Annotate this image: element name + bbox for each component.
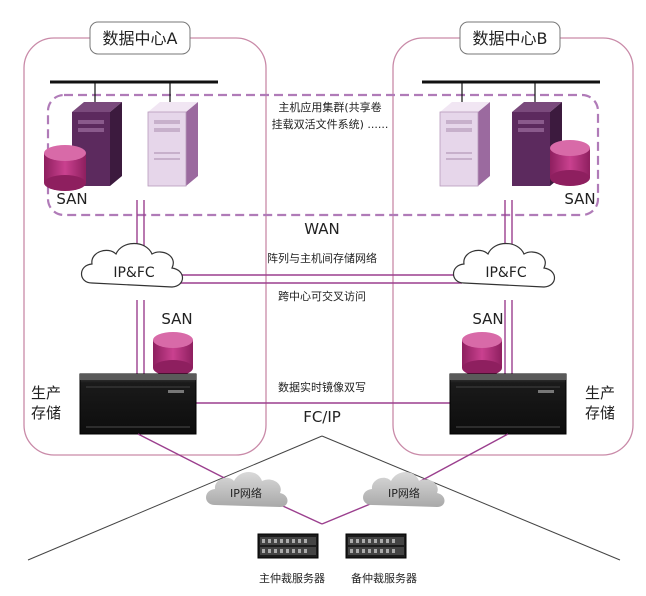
server-icon xyxy=(439,102,490,187)
datacenter-a-title: 数据中心A xyxy=(89,21,191,55)
san-label-b-cluster: SAN xyxy=(564,190,595,208)
cluster-note-line1: 主机应用集群(共享卷 xyxy=(278,100,381,114)
ip-network-label-a: IP网络 xyxy=(230,486,262,500)
cloud-icon xyxy=(363,472,445,507)
host-cluster-region xyxy=(46,93,600,217)
array-host-network-label: 阵列与主机间存储网络 xyxy=(267,251,377,265)
storage-links xyxy=(136,200,513,404)
disk-cylinder-icon xyxy=(550,140,590,186)
primary-arbiter-label: 主仲裁服务器 xyxy=(259,571,325,585)
cloud-icon xyxy=(206,472,288,507)
disk-cylinder-icon xyxy=(462,332,502,376)
wan-label: WAN xyxy=(304,220,340,238)
fc-ip-label: FC/IP xyxy=(303,408,341,426)
disk-cylinder-icon xyxy=(44,145,86,191)
cross-center-access-label: 跨中心可交叉访问 xyxy=(278,289,366,303)
cloud-icon xyxy=(80,242,184,288)
cluster-note-line2: 挂载双活文件系统) ...... xyxy=(272,117,389,131)
ip-network-label-b: IP网络 xyxy=(388,486,420,500)
prod-storage-a-line2: 存储 xyxy=(31,404,61,422)
datacenter-b-label: 数据中心B xyxy=(473,29,548,48)
cloud-icon xyxy=(452,242,556,288)
ip-fc-label-b: IP&FC xyxy=(485,265,527,281)
san-label-a: SAN xyxy=(161,310,192,328)
prod-storage-b-line2: 存储 xyxy=(585,404,615,422)
server-icon xyxy=(147,102,198,187)
storage-array-icon xyxy=(449,373,567,435)
datacenter-b-title: 数据中心B xyxy=(459,21,561,55)
storage-array-icon xyxy=(79,373,197,435)
datacenter-a-label: 数据中心A xyxy=(103,29,178,48)
arbiter-links xyxy=(137,433,509,525)
ip-fc-label-a: IP&FC xyxy=(113,265,155,281)
san-label-b: SAN xyxy=(472,310,503,328)
prod-storage-a-line1: 生产 xyxy=(31,384,61,402)
rack-server-icon xyxy=(257,533,319,559)
server-icon xyxy=(72,102,122,186)
arbiter-site-outline xyxy=(27,435,621,561)
prod-storage-b-line1: 生产 xyxy=(585,384,615,402)
disk-cylinder-icon xyxy=(153,332,193,376)
rack-server-icon xyxy=(345,533,407,559)
backup-arbiter-label: 备仲裁服务器 xyxy=(351,571,417,585)
realtime-mirror-label: 数据实时镜像双写 xyxy=(278,380,366,394)
san-label-a-cluster: SAN xyxy=(56,190,87,208)
